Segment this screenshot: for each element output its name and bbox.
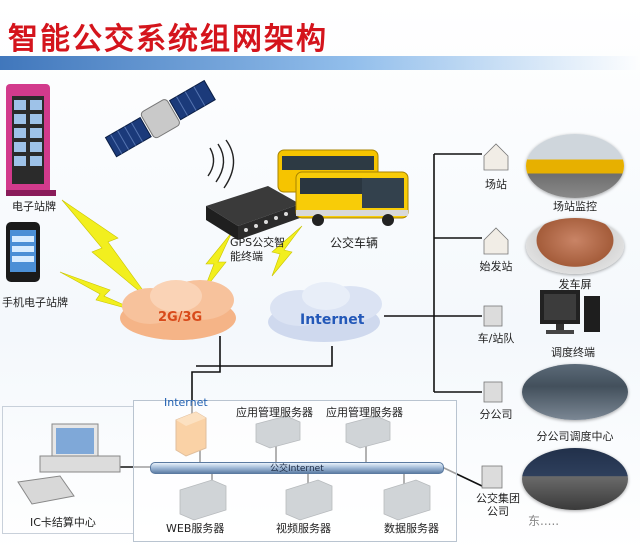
departure-screen-photo	[526, 218, 624, 274]
gps-terminal-label: GPS公交智能终端	[230, 236, 286, 263]
app-server-label: 应用管理服务器	[236, 406, 313, 419]
ic-center-box	[2, 406, 133, 534]
ic-center-label: IC卡结算中心	[30, 516, 96, 529]
branch-node-label: 始发站	[479, 260, 513, 273]
depot-monitor-photo	[526, 134, 624, 198]
mobile-network-label: 2G/3G	[158, 310, 203, 325]
pc-icon	[17, 423, 121, 505]
watermark: 东.....	[528, 514, 560, 528]
data-server-label: 数据服务器	[384, 522, 439, 535]
branch-node-label: 公交集团公司	[476, 492, 520, 518]
bus-network-bar	[150, 462, 444, 474]
video-server-label: 视频服务器	[276, 522, 331, 535]
e-stop-sign-icon	[6, 84, 56, 196]
internet-cloud	[268, 282, 382, 342]
group-center-photo	[522, 448, 628, 510]
mobile-stop-sign-label: 手机电子站牌	[2, 296, 68, 309]
mobile-phone-icon	[6, 222, 40, 282]
branch-node-label: 分公司	[479, 408, 513, 421]
bus-label: 公交车辆	[330, 236, 379, 250]
gps-terminal-icon	[206, 186, 300, 240]
branch-node-label: 场站	[485, 178, 507, 191]
bus-network-label: 公交Internet	[270, 464, 324, 474]
satellite-icon	[104, 79, 216, 158]
bus-icon	[277, 149, 409, 226]
house-icon	[483, 143, 509, 255]
computer-icon	[481, 305, 503, 489]
center-internet-label: Internet	[164, 396, 208, 409]
branch-photo-label: 分公司调度中心	[536, 430, 614, 443]
dispatch-center-photo	[522, 364, 628, 420]
page-title: 智能公交系统组网架构	[8, 22, 328, 57]
branch-node-label: 车/站队	[477, 332, 515, 345]
dispatch-terminal-icon	[540, 290, 600, 334]
branch-photo-label: 调度终端	[551, 346, 595, 359]
mobile-network-cloud	[120, 280, 236, 340]
e-stop-sign-label: 电子站牌	[12, 200, 56, 213]
internet-label: Internet	[300, 312, 365, 328]
lightning-icon	[59, 199, 303, 313]
web-server-label: WEB服务器	[166, 522, 225, 535]
signal-icon	[207, 139, 235, 189]
app-server-label: 应用管理服务器	[326, 406, 403, 419]
branch-photo-label: 发车屏	[558, 278, 592, 291]
branch-photo-label: 场站监控	[553, 200, 597, 213]
header-bar	[0, 56, 640, 70]
